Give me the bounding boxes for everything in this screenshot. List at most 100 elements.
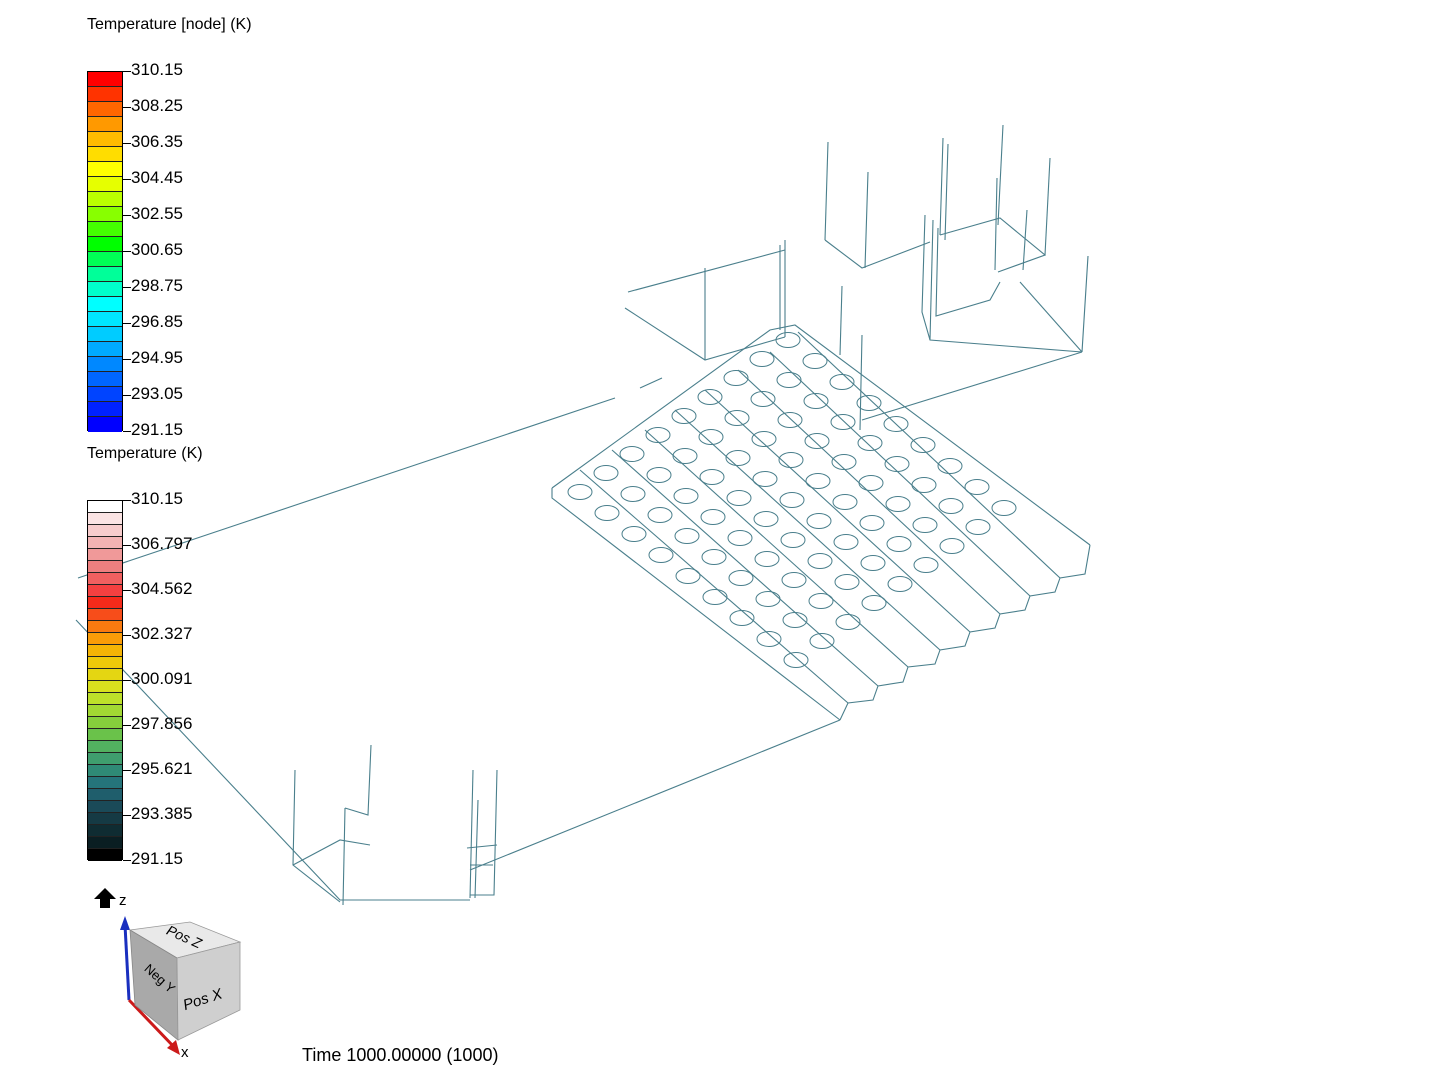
plate-hole	[809, 633, 835, 649]
plate-hole	[802, 353, 828, 369]
colorbar-tick-label: 300.65	[131, 240, 183, 259]
colorbar-tick-label: 297.856	[131, 714, 193, 733]
colorbar-tick-label: 298.75	[131, 276, 183, 295]
plate-hole	[777, 412, 803, 428]
colorbar-band	[88, 192, 122, 207]
colorbar-band	[88, 681, 122, 693]
plate-hole	[833, 534, 859, 550]
colorbar-band	[88, 849, 122, 861]
colorbar-band	[88, 585, 122, 597]
plate-hole	[619, 446, 645, 462]
plate-hole	[726, 490, 752, 506]
plate-hole	[861, 595, 887, 611]
plate-hole	[807, 553, 833, 569]
colorbar-tick	[123, 323, 131, 324]
colorbar-band	[88, 753, 122, 765]
colorbar-band	[88, 297, 122, 312]
plate-hole	[832, 494, 858, 510]
plate-hole	[776, 372, 802, 388]
plate-hole	[725, 450, 751, 466]
colorbar-band	[88, 147, 122, 162]
colorbar-band	[88, 537, 122, 549]
plate-hole	[886, 536, 912, 552]
colorbar-band	[88, 837, 122, 849]
colorbar-band	[88, 669, 122, 681]
plate-hole	[645, 427, 671, 443]
colorbar-band	[88, 813, 122, 825]
plate-hole	[782, 612, 808, 628]
colorbar-band	[88, 357, 122, 372]
plate-hole	[594, 505, 620, 521]
colorbar-band	[88, 573, 122, 585]
colorbar-tick-label: 291.15	[131, 849, 183, 868]
plate-hole	[647, 507, 673, 523]
plate-hole	[775, 332, 801, 348]
plate-hole	[754, 551, 780, 567]
colorbar-tick	[123, 107, 131, 108]
plate-hole	[831, 454, 857, 470]
colorbar-tick	[123, 815, 131, 816]
colorbar-band	[88, 132, 122, 147]
colorbar-band	[88, 342, 122, 357]
colorbar-tick-label: 310.15	[131, 60, 183, 79]
plate-hole	[699, 469, 725, 485]
plate-hole	[808, 593, 834, 609]
colorbar-band	[88, 117, 122, 132]
plate-hole	[939, 538, 965, 554]
colorbar-band	[88, 657, 122, 669]
colorbar-band	[88, 705, 122, 717]
colorbar-band	[88, 525, 122, 537]
plate-hole	[779, 492, 805, 508]
plate-hole	[783, 652, 809, 668]
colorbar-tick-label: 306.797	[131, 534, 193, 553]
colorbar-band	[88, 162, 122, 177]
plate-hole	[858, 475, 884, 491]
colorbar-tick	[123, 725, 131, 726]
home-arrow-icon[interactable]	[94, 888, 116, 908]
plate-hole	[724, 410, 750, 426]
plate-hole	[671, 408, 697, 424]
plate-hole	[913, 557, 939, 573]
plate-hole	[964, 479, 990, 495]
colorbar-tick	[123, 500, 131, 501]
colorbar-band	[88, 645, 122, 657]
plate-hole	[857, 435, 883, 451]
colorbar-tick	[123, 431, 131, 432]
orientation-cube[interactable]: z x Pos Z Pos X Neg Y	[80, 880, 250, 1065]
colorbar-tick-label: 294.95	[131, 348, 183, 367]
axis-z-label: z	[119, 892, 127, 909]
plate-hole	[723, 370, 749, 386]
plate-hole	[697, 389, 723, 405]
plate-hole	[778, 452, 804, 468]
colorbar-tick-label: 302.327	[131, 624, 193, 643]
colorbar-tick-label: 300.091	[131, 669, 193, 688]
legend-node-title: Temperature [node] (K)	[87, 16, 252, 33]
plate-hole	[750, 391, 776, 407]
colorbar-tick-label: 296.85	[131, 312, 183, 331]
plate-hole	[912, 517, 938, 533]
plate-hole	[728, 570, 754, 586]
plate-hole	[567, 484, 593, 500]
plate-hole	[701, 549, 727, 565]
plate-hole	[910, 437, 936, 453]
colorbar-band	[88, 765, 122, 777]
colorbar-band	[88, 777, 122, 789]
colorbar-band	[88, 387, 122, 402]
colorbar-tick	[123, 215, 131, 216]
plate-hole	[672, 448, 698, 464]
colorbar-band	[88, 693, 122, 705]
colorbar-tick	[123, 179, 131, 180]
colorbar-tick	[123, 545, 131, 546]
colorbar-tick	[123, 251, 131, 252]
plate-hole	[806, 513, 832, 529]
colorbar-tick-label: 308.25	[131, 96, 183, 115]
colorbar-tick-label: 295.621	[131, 759, 193, 778]
colorbar-tick	[123, 287, 131, 288]
plate-hole	[860, 555, 886, 571]
colorbar-band	[88, 87, 122, 102]
plate-hole	[883, 416, 909, 432]
plate-hole	[702, 589, 728, 605]
colorbar-tick-label: 291.15	[131, 420, 183, 439]
colorbar-band	[88, 177, 122, 192]
